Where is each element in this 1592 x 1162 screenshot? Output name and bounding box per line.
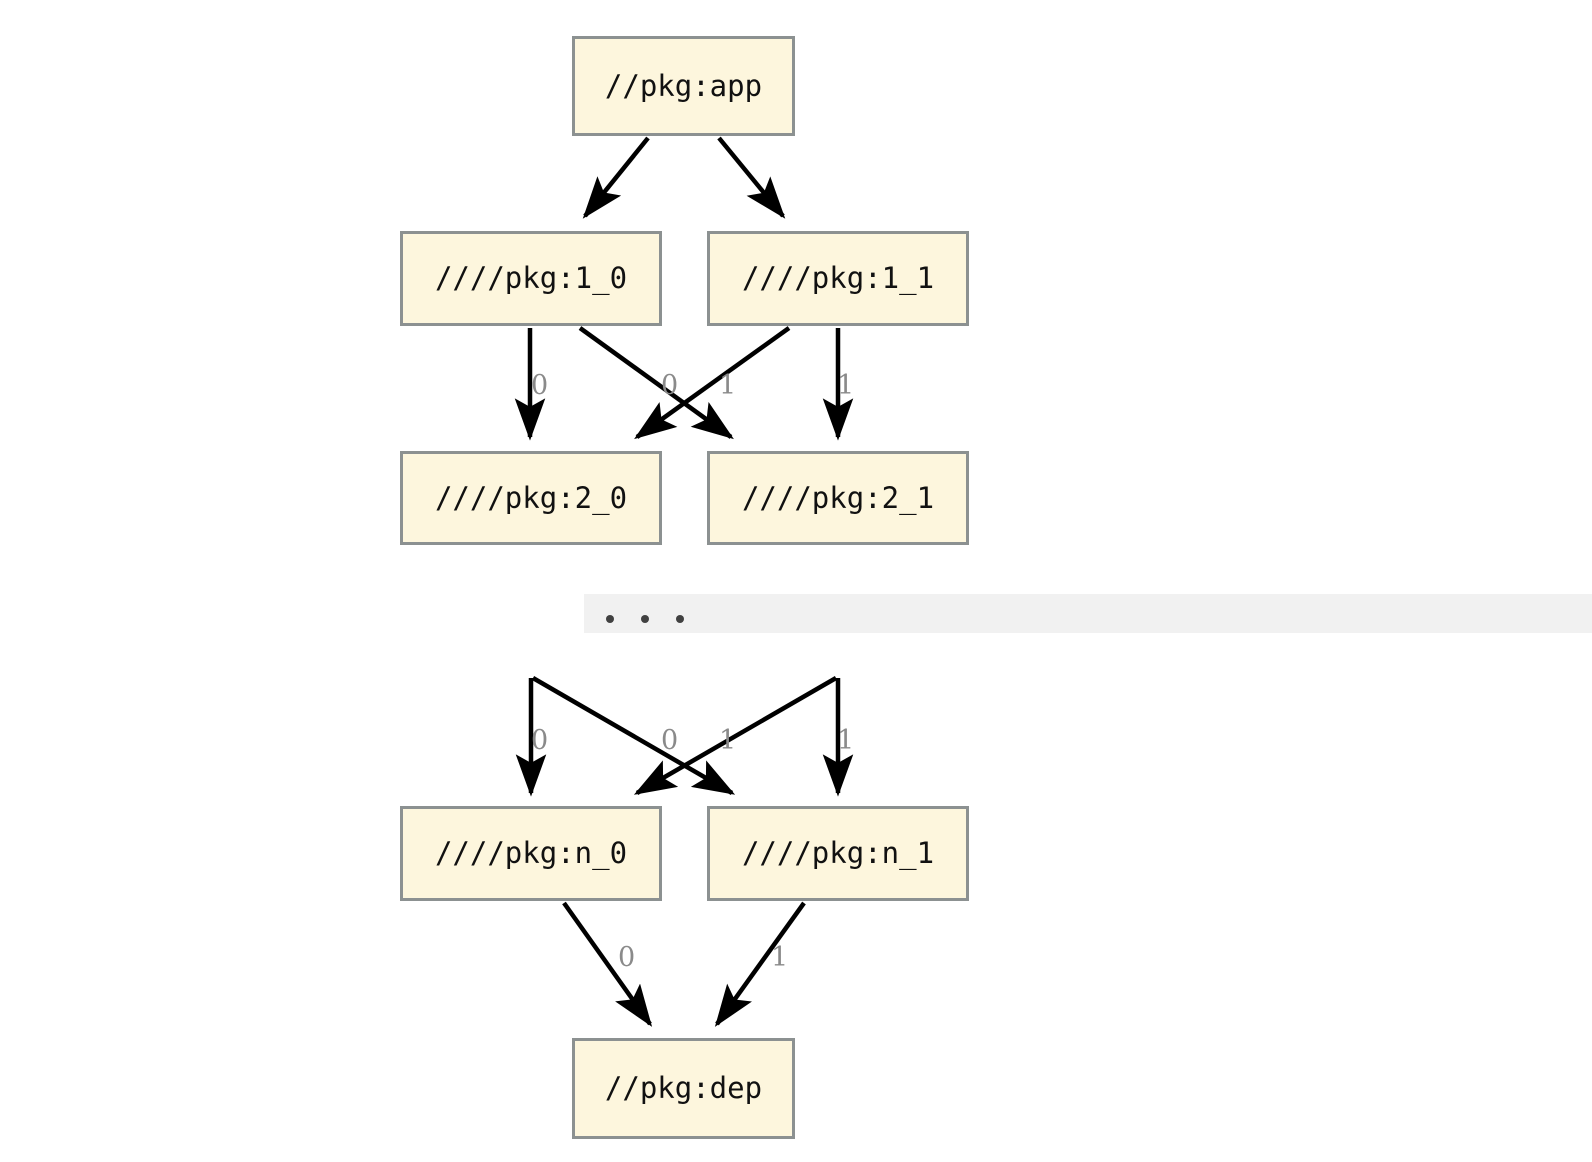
node-pkg-1_0-label: ////pkg:1_0 [434,261,628,295]
edge-1_0-to-2_1 [578,326,734,440]
node-pkg-2_1-label: ////pkg:2_1 [741,480,935,515]
node-app-label: //pkg:app [604,68,763,103]
node-pkg-1_1[interactable]: ////pkg:1_1 [707,231,969,326]
ellipsis-icon [606,615,684,623]
node-pkg-n_0[interactable]: ////pkg:n_0 [400,806,662,901]
node-pkg-1_1-label: ////pkg:1_1 [741,261,935,295]
edge-n_1-to-dep [714,901,806,1027]
edge-app-to-1_0 [582,136,650,219]
node-pkg-n_1[interactable]: ////pkg:n_1 [707,806,969,901]
truncation-band [584,594,1592,633]
edge-label-1_1-2_0: 1 [719,370,737,401]
node-pkg-2_0[interactable]: ////pkg:2_0 [400,451,662,545]
node-pkg-n_0-label: ////pkg:n_0 [434,836,628,870]
edge-1_1-to-2_0 [634,326,791,440]
node-pkg-2_1[interactable]: ////pkg:2_1 [707,451,969,545]
ellipsis-dot-1 [606,615,614,623]
node-pkg-2_0-label: ////pkg:2_0 [434,480,628,515]
edge-app-to-1_1 [717,136,786,219]
edge-label-n_1-dep: 1 [771,942,789,973]
edge-label-1_1-2_1: 1 [837,370,855,401]
ellipsis-dot-3 [676,615,684,623]
node-dep-label: //pkg:dep [604,1071,763,1105]
node-pkg-1_0[interactable]: ////pkg:1_0 [400,231,662,326]
edge-n_0-to-dep [562,901,653,1027]
edge-label-hidden-n_0: 0 [531,725,549,756]
node-app[interactable]: //pkg:app [572,36,795,136]
ellipsis-dot-2 [641,615,649,623]
edge-label-hidden2-n_0: 1 [719,725,737,756]
edge-hidden2-to-n_0 [633,676,838,795]
edge-label-hidden2-n_1: 1 [837,725,855,756]
node-pkg-n_1-label: ////pkg:n_1 [741,836,935,870]
edge-label-1_0-2_0: 0 [531,370,549,401]
edge-label-hidden-n_1: 0 [661,725,679,756]
node-dep[interactable]: //pkg:dep [572,1038,795,1139]
edge-label-n_0-dep: 0 [618,942,636,973]
edge-label-1_0-2_1: 0 [661,370,679,401]
edge-hidden-to-n_1 [531,676,736,795]
